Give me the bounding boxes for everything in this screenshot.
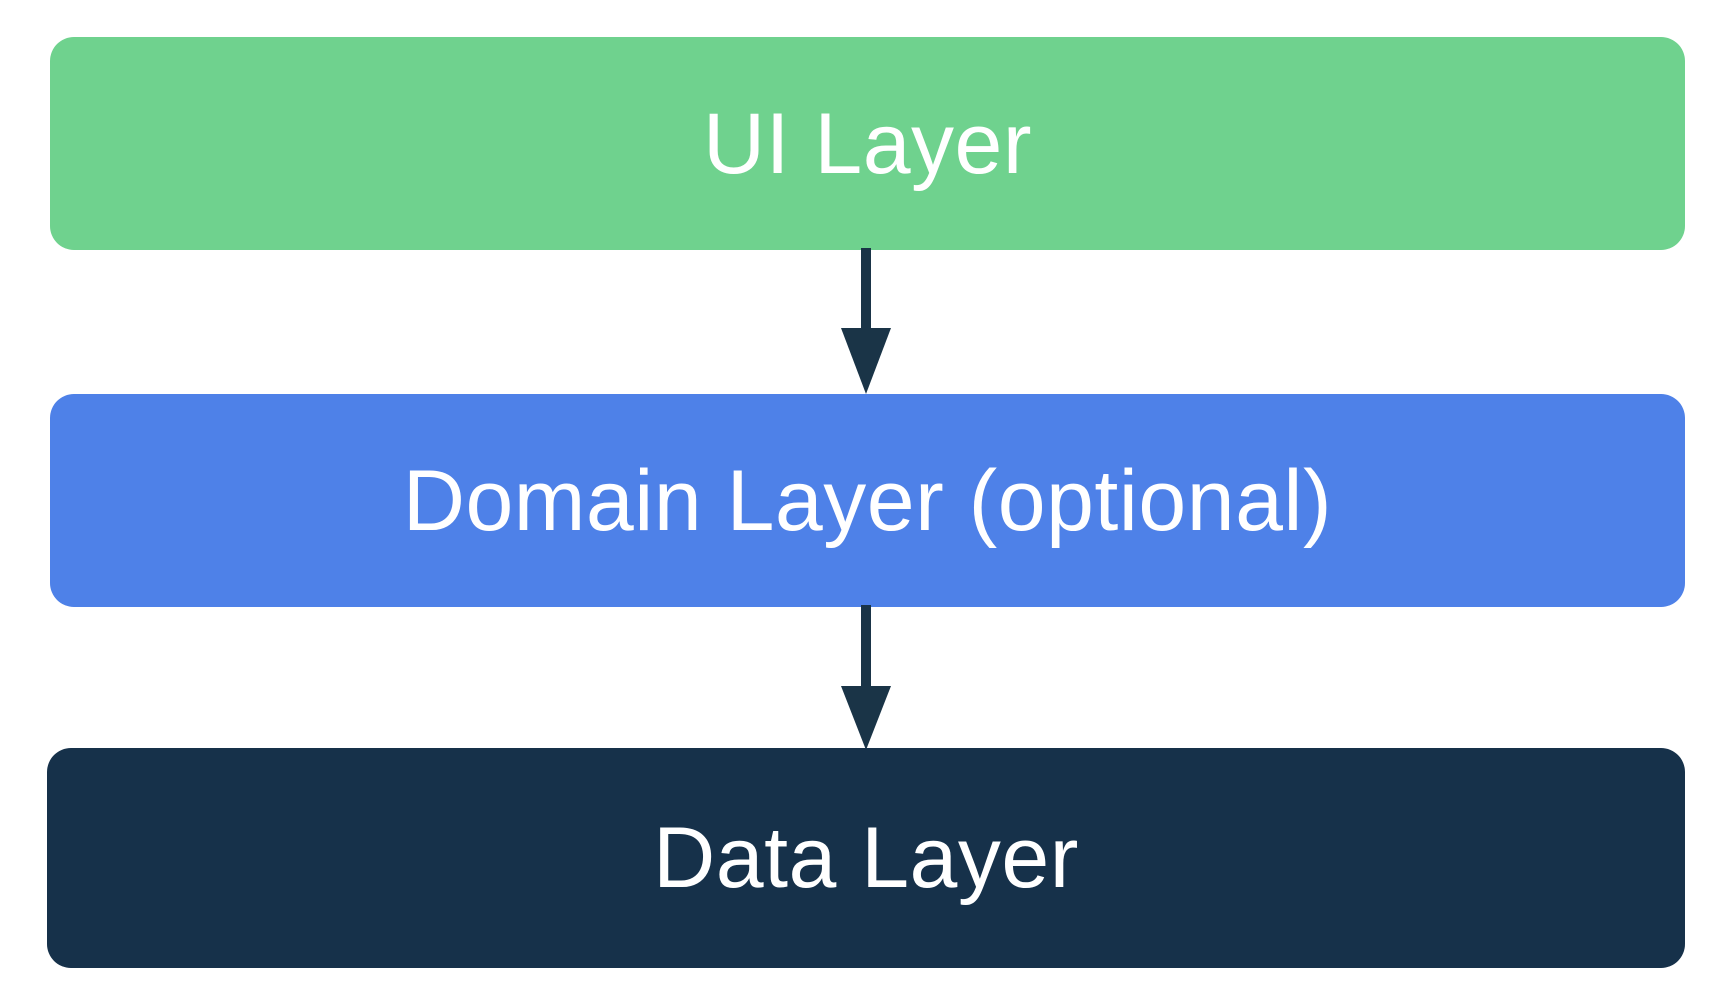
arrow-domain-to-data-icon	[841, 605, 891, 750]
layer-label-ui: UI Layer	[702, 95, 1033, 192]
layer-box-domain: Domain Layer (optional)	[50, 394, 1685, 607]
arrow-ui-to-domain-icon	[841, 248, 891, 394]
layer-box-data: Data Layer	[47, 748, 1685, 968]
layer-label-data: Data Layer	[653, 810, 1079, 906]
layer-box-ui: UI Layer	[50, 37, 1685, 250]
layer-label-domain: Domain Layer (optional)	[402, 452, 1333, 549]
